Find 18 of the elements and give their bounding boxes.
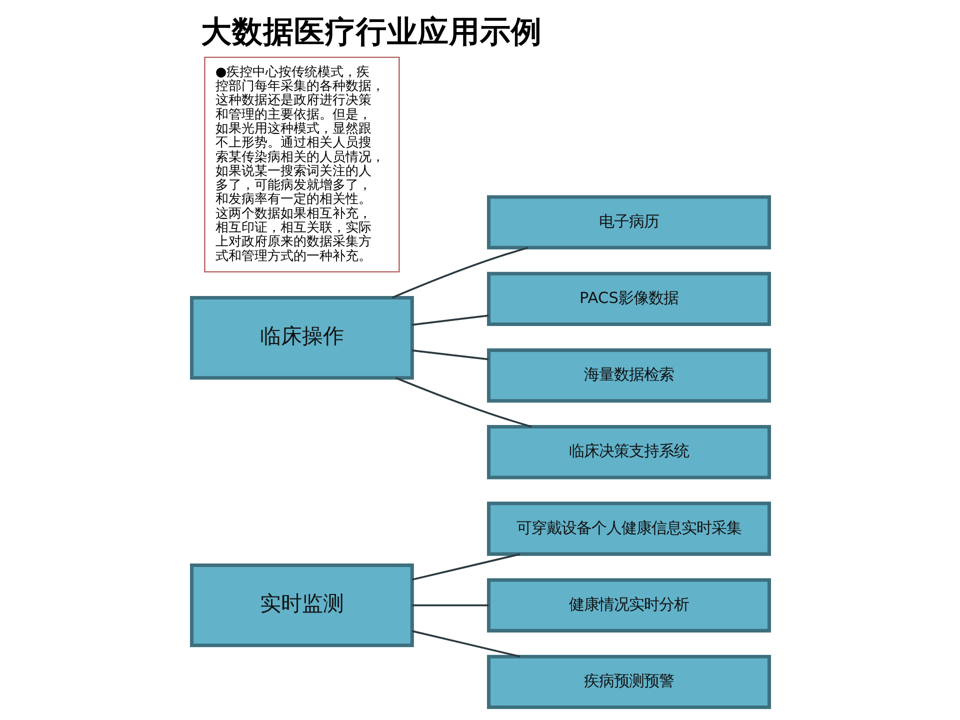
node-box: PACS影像数据 (486, 271, 771, 326)
node-box: 实时监测 (189, 563, 414, 647)
connector (412, 314, 488, 326)
node-box: 电子病历 (486, 194, 771, 249)
diagram-title: 大数据医疗行业应用示例 (200, 14, 542, 50)
node-box: 临床操作 (189, 295, 414, 380)
node-box: 临床决策支持系统 (486, 424, 771, 479)
node-box: 可穿戴设备个人健康信息实时采集 (486, 501, 771, 556)
connector (412, 604, 488, 606)
node-box: 疾病预测预警 (486, 654, 771, 709)
connector (392, 246, 528, 298)
node-box: ●疾控中心按传统模式，疾控部门每年采集的各种数据，这种数据还是政府进行决策和管理的主要依据。但是，如果光用这种模式，显然跟不上形势。通过相关人员搜索某传染病相关的人员情况，如果说某一搜索词关注的人多了，可能病发就增多了，和发病率有一定的相关性。这两个数据如果相互补充，相互印证，相互关联，实际上对政府原来的数据采集方式和管理方式的一种补充。 (204, 56, 400, 272)
connector (412, 349, 488, 360)
connector (411, 552, 520, 580)
node-box: 健康情况实时分析 (486, 578, 771, 632)
connector (394, 376, 532, 428)
node-box: 海量数据检索 (486, 348, 771, 402)
connector (411, 630, 520, 657)
